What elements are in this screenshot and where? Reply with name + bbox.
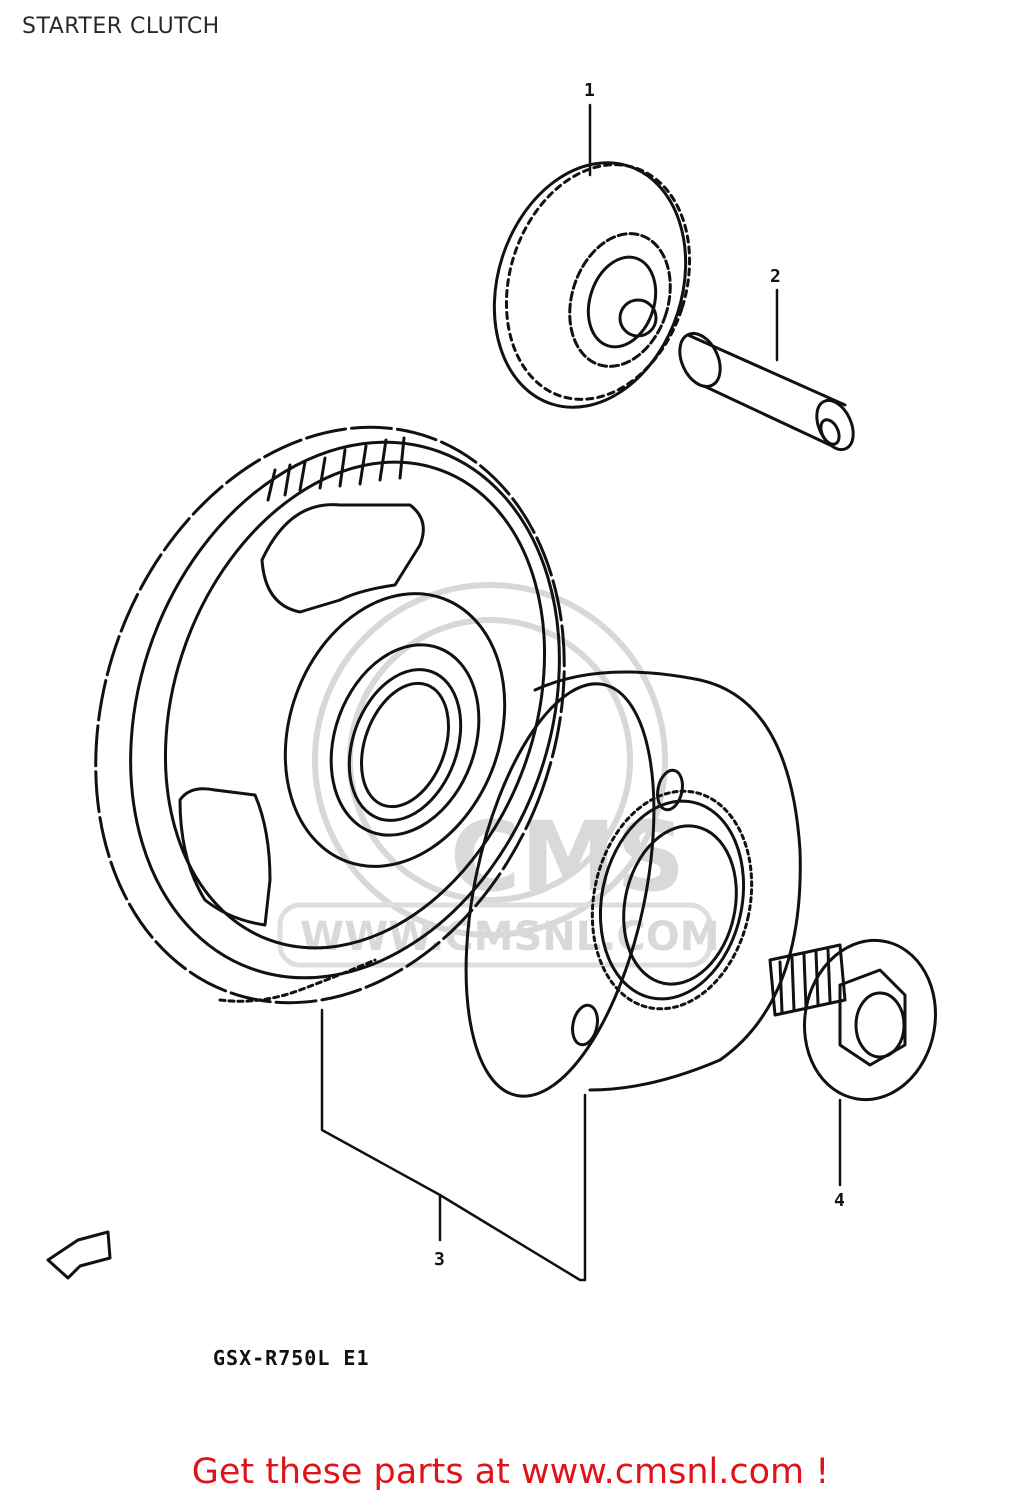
flange-bolt <box>768 938 938 1102</box>
part-label-1: 1 <box>584 80 595 101</box>
front-direction-arrow <box>46 1230 112 1280</box>
model-code: GSX-R750L E1 <box>213 1346 370 1370</box>
starter-clutch-housing <box>464 670 802 1098</box>
part-label-2: 2 <box>770 266 781 287</box>
watermark-url: WWW.CMSNL.COM <box>300 914 720 960</box>
leader-lines <box>320 103 842 1282</box>
page-title: STARTER CLUTCH <box>22 14 220 39</box>
starter-driven-gear <box>94 425 566 1005</box>
cta-link[interactable]: Get these parts at www.cmsnl.com ! <box>191 1452 830 1492</box>
starter-idle-gear <box>492 161 692 409</box>
idle-gear-shaft <box>678 332 855 452</box>
part-label-4: 4 <box>834 1190 845 1211</box>
part-label-3: 3 <box>434 1249 445 1270</box>
